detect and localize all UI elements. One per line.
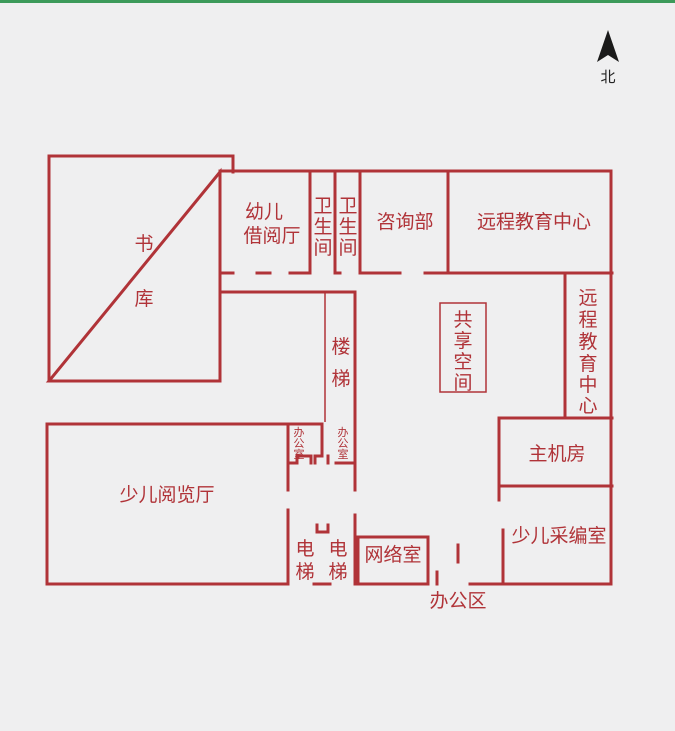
- distance-education-side-label-3: 教: [578, 331, 597, 353]
- toddler-reading-label-1: 幼儿: [245, 201, 283, 223]
- distance-education-side-label-2: 程: [578, 309, 597, 331]
- north-arrow-icon: [597, 30, 619, 62]
- restroom-1-label-2: 生: [313, 216, 332, 238]
- small-offices: [286, 422, 357, 492]
- children-cataloging-label: 少儿采编室: [511, 525, 606, 547]
- office-area-label: 办公区: [429, 590, 486, 612]
- restroom-2-label-3: 间: [338, 237, 357, 259]
- stairs-label-2: 梯: [331, 368, 350, 390]
- office-small-2-label-1: 办: [338, 426, 349, 439]
- restroom-1-label-1: 卫: [313, 195, 332, 217]
- server-room-label: 主机房: [528, 443, 585, 465]
- distance-education-side-label-1: 远: [578, 287, 597, 309]
- office-small-1-label-2: 公: [294, 437, 305, 450]
- stairs-label-1: 楼: [331, 336, 350, 358]
- stairs-area: [218, 290, 357, 492]
- elevator-2-label-2: 梯: [328, 561, 347, 583]
- distance-education-top-label: 远程教育中心: [477, 211, 591, 233]
- office-small-2-label-3: 室: [338, 447, 349, 461]
- shared-space-label-2: 享: [453, 330, 472, 352]
- distance-education-side-label-6: 心: [578, 395, 597, 417]
- distance-education-side-label-4: 育: [578, 353, 597, 375]
- office-small-1-label-3: 室: [294, 447, 305, 461]
- elevator-1-label-1: 电: [295, 538, 314, 560]
- top-border-line: [0, 0, 675, 3]
- book-stacks-label-2: 库: [134, 288, 153, 310]
- restroom-2-label-1: 卫: [338, 195, 357, 217]
- elevator-1-label-2: 梯: [295, 561, 314, 583]
- toddler-reading-label-2: 借阅厅: [243, 225, 300, 247]
- children-reading-label: 少儿阅览厅: [119, 484, 214, 506]
- room-network: [356, 535, 430, 586]
- room-book-stacks: [45, 154, 235, 383]
- book-stacks-label-1: 书: [134, 233, 153, 255]
- consultation-label: 咨询部: [376, 211, 433, 233]
- top-row-walls: [255, 169, 614, 275]
- restroom-2-label-2: 生: [338, 216, 357, 238]
- building-outer-walls: [218, 169, 613, 586]
- elevator-2-label-1: 电: [328, 538, 347, 560]
- room-server-and-cataloging: [435, 416, 614, 586]
- network-room-label: 网络室: [364, 544, 421, 566]
- shared-space-box: [439, 302, 487, 393]
- distance-education-side-label-5: 中: [578, 374, 597, 396]
- office-small-2-label-2: 公: [338, 437, 349, 450]
- shared-space-label-1: 共: [453, 309, 472, 331]
- restroom-1-label-3: 间: [313, 237, 332, 259]
- elevator-area: [286, 513, 357, 586]
- shared-space-label-3: 空: [453, 351, 472, 373]
- shared-space-label-4: 间: [453, 372, 472, 394]
- office-small-1-label-1: 办: [294, 426, 305, 439]
- compass-north-label: 北: [600, 68, 615, 86]
